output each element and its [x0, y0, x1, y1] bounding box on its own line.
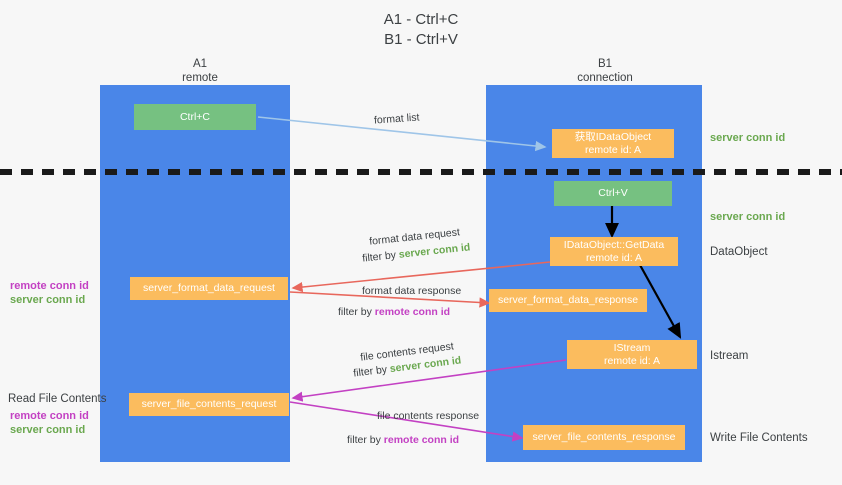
right-label-server-conn-id-mid: server conn id — [710, 211, 786, 223]
filter-value-remote-conn-id-1: remote conn id — [374, 306, 451, 318]
box-server-file-contents-response-label: server_file_contents_response — [532, 431, 676, 443]
left-label-remote-conn-id-1: remote conn id — [10, 280, 89, 292]
box-istream-line2: remote id: A — [603, 354, 661, 367]
box-server-file-contents-request-label: server_file_contents_request — [141, 398, 277, 410]
right-label-istream: Istream — [710, 350, 749, 362]
left-label-server-conn-id-2: server conn id — [10, 424, 86, 436]
box-ctrl-c-label: Ctrl+C — [179, 110, 211, 123]
page-title: A1 - Ctrl+C B1 - Ctrl+V — [0, 10, 842, 50]
filter-prefix-4: filter by — [347, 434, 384, 446]
left-label-server-conn-id-1: server conn id — [10, 294, 86, 306]
annotation-filter-by-remote-conn-id-1: filter by remote conn id — [338, 305, 450, 319]
box-istream-line1: IStream — [613, 341, 651, 354]
box-idataobject-getdata-line2: remote id: A — [585, 251, 643, 264]
box-server-format-data-response[interactable]: server_format_data_response — [489, 289, 647, 312]
title-line-1: A1 - Ctrl+C — [383, 11, 459, 28]
box-idataobject-getdata[interactable]: IDataObject::GetData remote id: A — [550, 237, 678, 266]
column-b1-name: B1 — [597, 58, 613, 70]
box-server-format-data-request-label: server_format_data_request — [143, 282, 275, 294]
box-get-idataobject[interactable]: 获取IDataObject remote id: A — [552, 129, 674, 158]
right-label-dataobject: DataObject — [710, 246, 768, 258]
column-header-a1: A1 remote — [140, 57, 260, 85]
right-label-server-conn-id-top: server conn id — [710, 132, 786, 144]
filter-prefix-1: filter by — [361, 248, 400, 265]
box-server-format-data-request[interactable]: server_format_data_request — [130, 277, 288, 300]
box-server-file-contents-request[interactable]: server_file_contents_request — [129, 393, 289, 416]
annotation-filter-by-remote-conn-id-2: filter by remote conn id — [347, 433, 459, 447]
box-ctrl-v-label: Ctrl+V — [598, 187, 628, 199]
box-istream[interactable]: IStream remote id: A — [567, 340, 697, 369]
left-label-read-file-contents: Read File Contents — [8, 393, 107, 405]
box-idataobject-getdata-line1: IDataObject::GetData — [563, 238, 665, 251]
box-get-idataobject-line2: remote id: A — [584, 143, 642, 156]
annotation-format-list: format list — [373, 111, 420, 127]
column-header-b1: B1 connection — [535, 57, 675, 85]
column-a1-name: A1 — [192, 58, 208, 70]
annotation-format-data-response: format data response — [362, 285, 462, 297]
filter-prefix-2: filter by — [338, 306, 375, 318]
right-label-write-file-contents: Write File Contents — [710, 432, 808, 444]
box-ctrl-v[interactable]: Ctrl+V — [554, 181, 672, 206]
annotation-file-contents-response: file contents response — [377, 410, 480, 422]
box-ctrl-c[interactable]: Ctrl+C — [134, 104, 256, 130]
left-label-remote-conn-id-2: remote conn id — [10, 410, 89, 422]
filter-value-remote-conn-id-2: remote conn id — [383, 434, 460, 446]
box-get-idataobject-line1: 获取IDataObject — [574, 130, 652, 143]
filter-prefix-3: filter by — [352, 363, 391, 380]
title-line-2: B1 - Ctrl+V — [384, 31, 458, 48]
column-b1-sub: connection — [577, 72, 633, 84]
box-server-file-contents-response[interactable]: server_file_contents_response — [523, 425, 685, 450]
box-server-format-data-response-label: server_format_data_response — [497, 294, 639, 306]
column-a1-sub: remote — [182, 72, 218, 84]
